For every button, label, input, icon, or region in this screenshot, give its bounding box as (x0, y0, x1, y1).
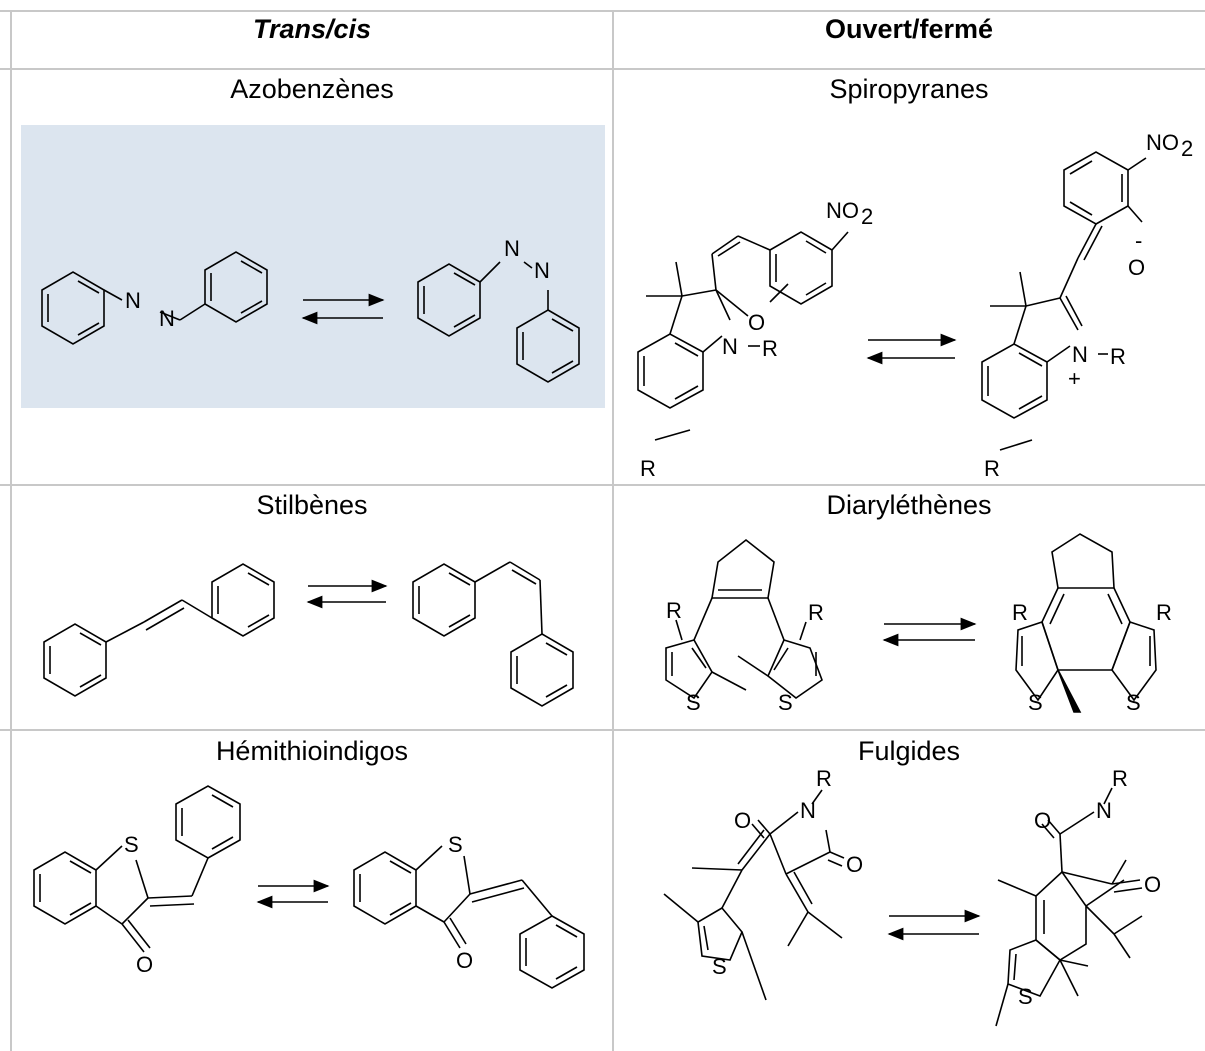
atom-label: O (456, 948, 473, 973)
atom-label: S (778, 690, 793, 715)
atom-label: O (846, 852, 863, 877)
atom-label: N (125, 288, 141, 313)
stilbene-cis-structure (412, 561, 574, 707)
atom-label: O (136, 952, 153, 977)
diarylethene-closed-structure (1015, 533, 1157, 713)
atom-label: O (748, 310, 765, 335)
atom-label: R (1112, 766, 1128, 791)
atom-label: N (1072, 342, 1088, 367)
atom-label: R (816, 766, 832, 791)
atom-label: R (1012, 600, 1028, 625)
atom-label: S (1018, 984, 1033, 1009)
atom-label: N (722, 334, 738, 359)
atom-label: 2 (861, 204, 873, 229)
atom-label: 2 (1181, 136, 1193, 161)
atom-label: NO (1146, 130, 1179, 155)
azobenzene-trans-structure (41, 251, 268, 345)
spiropyran-open-structure (981, 151, 1147, 451)
atom-label: R (1156, 600, 1172, 625)
header-ouvert-ferme: Ouvert/fermé (824, 14, 994, 44)
cell-title-azobenzenes: Azobenzènes (230, 74, 394, 104)
grid-line-left (10, 10, 12, 1051)
atom-label: S (712, 954, 727, 979)
atom-label: N (800, 798, 816, 823)
fulgide-closed-structure (995, 787, 1143, 1027)
atom-label: S (1028, 690, 1043, 715)
hemithioindigo-z-structure (33, 785, 241, 953)
atom-label: NO (826, 198, 859, 223)
atom-label: O (734, 808, 751, 833)
hemithioindigo-e-structure (353, 845, 585, 989)
atom-label: S (1126, 690, 1141, 715)
fulgide-open-structure (663, 789, 845, 1001)
atom-label: N (534, 258, 550, 283)
atom-label: R (984, 456, 1000, 481)
cell-title-diarylethenes: Diaryléthènes (826, 490, 992, 520)
spiropyran-closed-structure (637, 231, 849, 441)
cell-title-stilbenes: Stilbènes (256, 490, 368, 520)
atom-label: N (504, 236, 520, 261)
atom-label: S (686, 690, 701, 715)
atom-label: R (808, 600, 824, 625)
grid-line-row2 (0, 729, 1205, 731)
atom-labels: N N N N NO 2 O N R R NO 2 O - N + R R R … (124, 130, 1193, 1009)
atom-label: R (762, 336, 778, 361)
atom-label: O (1144, 872, 1161, 897)
atom-label: R (666, 598, 682, 623)
grid-line-top (0, 10, 1205, 12)
cell-title-spiropyranes: Spiropyranes (829, 74, 989, 104)
cell-title-fulgides: Fulgides (857, 736, 961, 766)
atom-label: R (1110, 344, 1126, 369)
atom-label: O (1034, 808, 1051, 833)
azobenzene-cis-structure (417, 261, 580, 383)
atom-label: O (1128, 255, 1145, 280)
header-trans-cis: Trans/cis (252, 14, 372, 44)
grid-line-row1 (0, 484, 1205, 486)
azobenzene-highlight (21, 125, 605, 408)
atom-label: R (640, 456, 656, 481)
grid-line-header (0, 68, 1205, 70)
stilbene-trans-structure (43, 563, 275, 697)
atom-label: - (1135, 228, 1142, 253)
atom-label: + (1068, 366, 1081, 391)
grid-line-middle (612, 10, 614, 1051)
atom-label: S (448, 832, 463, 857)
diarylethene-open-structure (665, 538, 823, 700)
atom-label: N (159, 306, 175, 331)
atom-label: N (1096, 798, 1112, 823)
cell-title-hemithioindigos: Hémithioindigos (215, 736, 409, 766)
atom-label: S (124, 832, 139, 857)
